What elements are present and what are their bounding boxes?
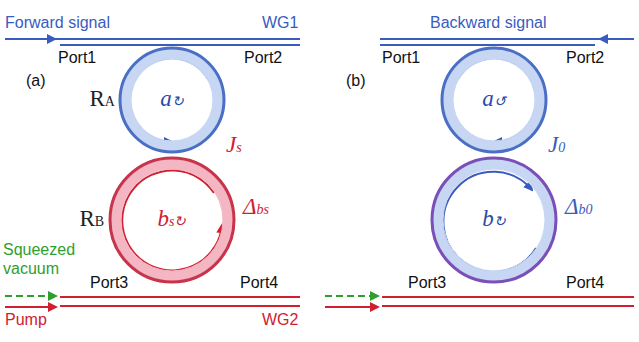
- signal-name: Backward signal: [430, 14, 547, 32]
- port-name: Port4: [240, 274, 278, 292]
- ring-resonator: a↺: [440, 46, 548, 154]
- mode-symbol: a↻: [160, 88, 184, 113]
- mode-symbol: bs↻: [158, 208, 187, 233]
- detuning-symbol: Δbs: [243, 196, 269, 221]
- coupling-symbol: J0: [548, 134, 565, 159]
- ring-resonator: RBbs↻: [108, 156, 236, 284]
- port-name: Port3: [90, 274, 128, 292]
- mode-symbol: b↻: [482, 208, 506, 233]
- coupling-symbol: Js: [226, 134, 242, 159]
- ring-resonator: RAa↻: [118, 46, 226, 154]
- port-name: Port1: [382, 49, 420, 67]
- port-name: Port4: [566, 274, 604, 292]
- panel-label: (a): [26, 72, 46, 90]
- waveguide-name: WG1: [262, 14, 298, 32]
- ring-name: RA: [89, 88, 114, 113]
- input-name: Pump: [5, 311, 47, 329]
- waveguide: [5, 296, 300, 307]
- port-name: Port2: [566, 49, 604, 67]
- detuning-symbol: Δb0: [565, 196, 593, 221]
- panel-label: (b): [346, 72, 366, 90]
- waveguide: [5, 39, 300, 45]
- port-name: Port1: [58, 49, 96, 67]
- port-name: Port3: [408, 274, 446, 292]
- ring-name: RB: [79, 208, 104, 233]
- ring-resonator: b↻: [430, 156, 558, 284]
- port-name: Port2: [244, 49, 282, 67]
- mode-symbol: a↺: [482, 88, 506, 113]
- signal-name: Forward signal: [5, 14, 110, 32]
- input-name: Squeezed vacuum: [3, 240, 87, 278]
- waveguide: [380, 39, 634, 45]
- waveguide: [325, 296, 634, 307]
- waveguide-name: WG2: [262, 311, 298, 329]
- circulation-arrow: [122, 170, 222, 270]
